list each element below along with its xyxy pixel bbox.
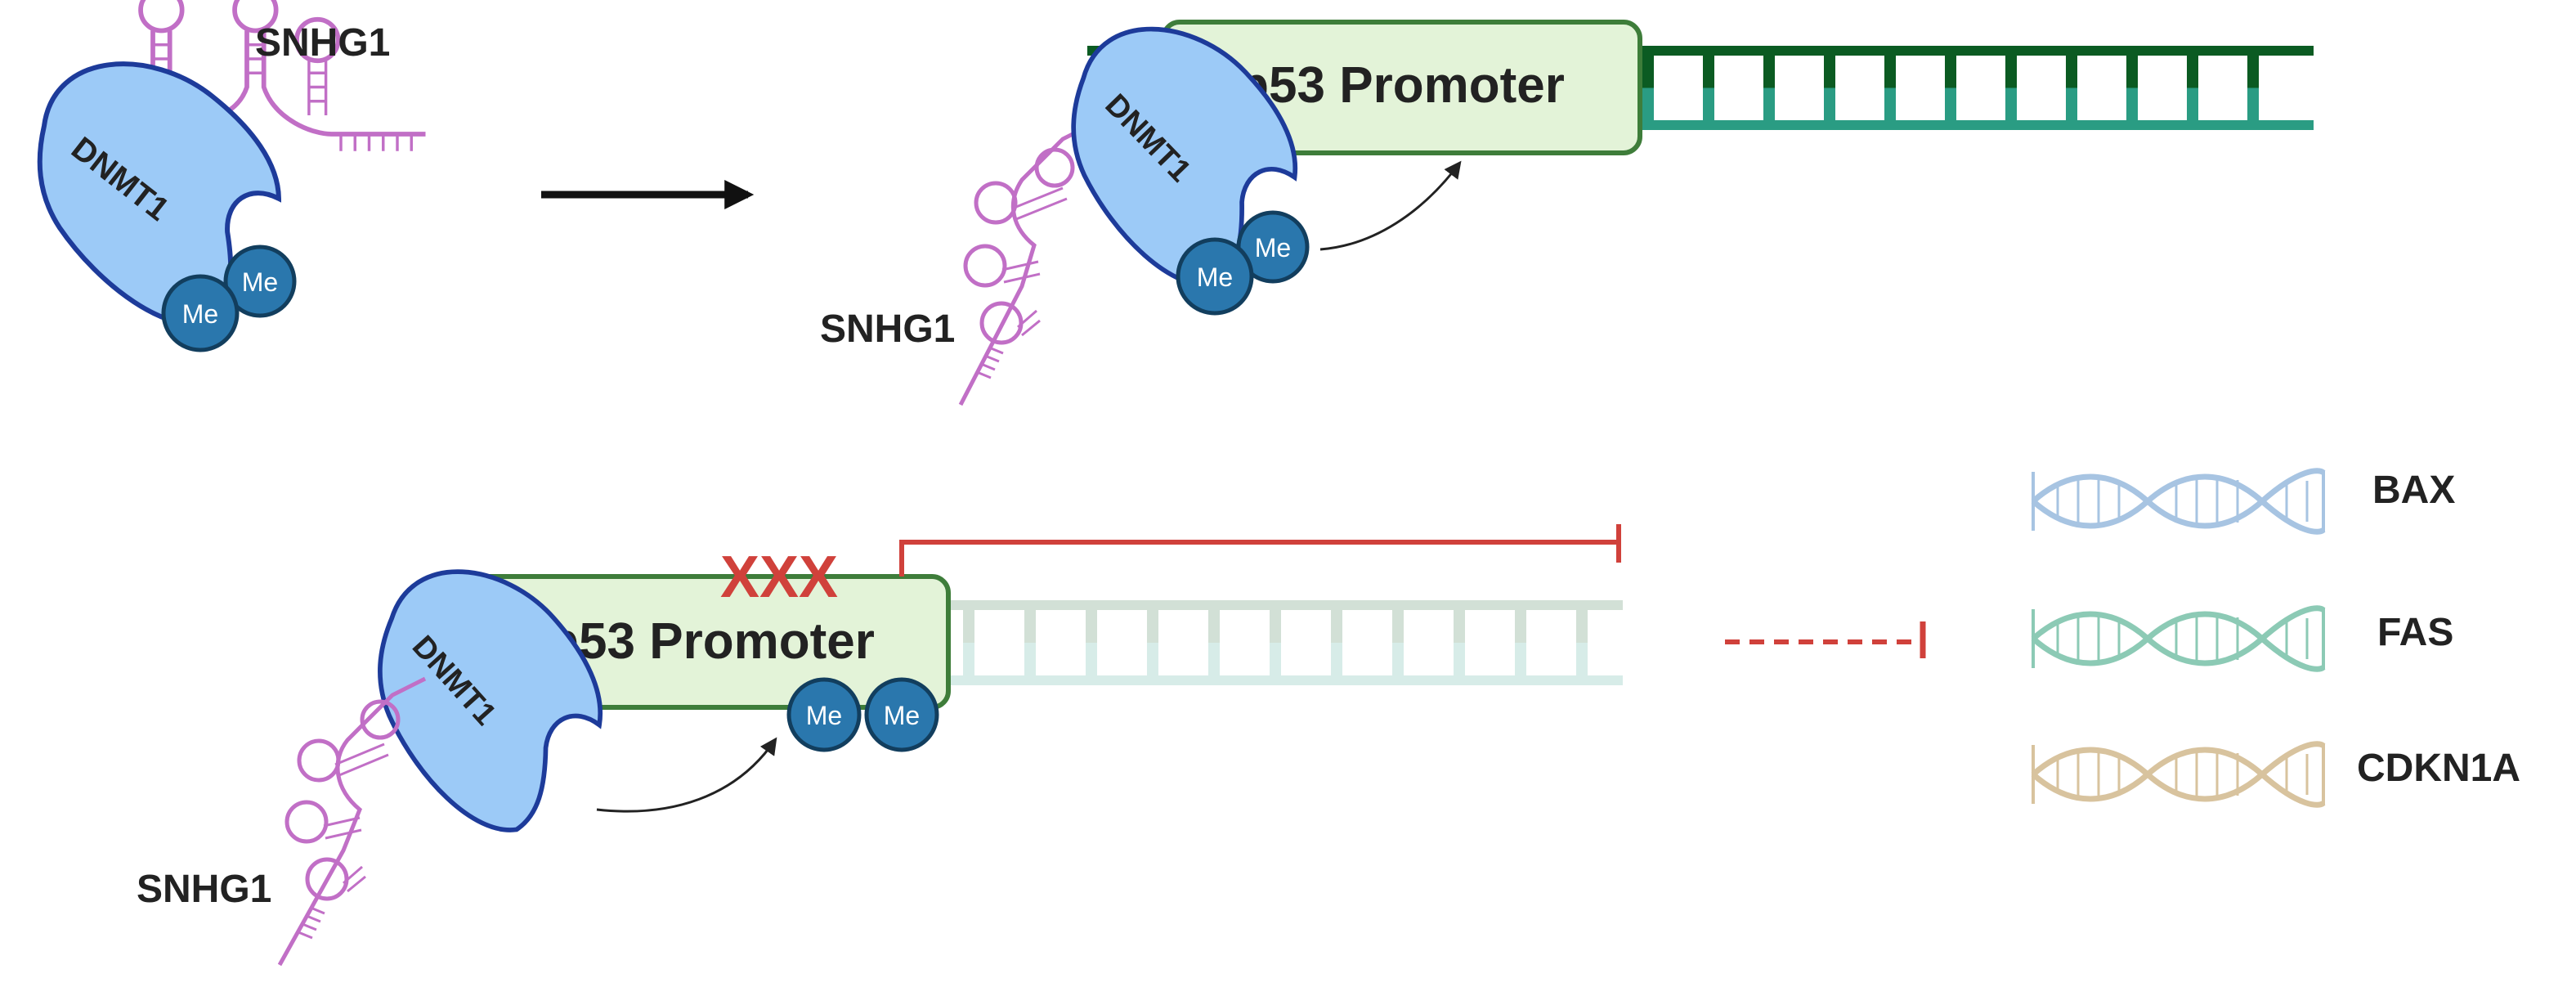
dna-double-helix-icon xyxy=(2033,743,2323,805)
rna-stem-loop-icon xyxy=(141,0,425,172)
methylation-arrow-top xyxy=(1319,160,1462,251)
methylation-arrow-bottom xyxy=(596,737,777,813)
svg-text:Me: Me xyxy=(884,701,920,730)
inhibition-arrow-icon xyxy=(899,524,1621,577)
svg-text:Me: Me xyxy=(1255,233,1291,262)
svg-text:Me: Me xyxy=(182,299,218,329)
panel-2-binding: p53 Promoter DNMT1 Me Me SNHG1 xyxy=(820,0,2314,406)
panel-1-complex: SNHG1 DNMT1 Me Me xyxy=(0,0,426,352)
methyl-group-icon: Me Me xyxy=(161,245,297,352)
dnmt1-enzyme-icon: DNMT1 xyxy=(1019,0,1330,304)
p53-promoter-label-top: p53 Promoter xyxy=(1238,57,1565,114)
dnmt1-enzyme-icon: DNMT1 xyxy=(0,38,307,341)
methyl-group-icon: Me Me xyxy=(786,677,939,752)
p53-promoter-label-bottom: p53 Promoter xyxy=(548,613,875,670)
snhg1-label-top-right: SNHG1 xyxy=(820,307,955,351)
dna-double-helix-icon xyxy=(2033,608,2323,670)
snhg1-label-top-left: SNHG1 xyxy=(255,21,390,65)
target-genes: BAX FAS CDKN1A xyxy=(2033,469,2520,805)
rna-stem-loop-icon xyxy=(277,676,427,967)
svg-text:Me: Me xyxy=(806,701,842,730)
methyl-group-icon: Me Me xyxy=(1176,210,1310,316)
gene-label-cdkn1a: CDKN1A xyxy=(2357,747,2520,790)
svg-text:Me: Me xyxy=(1197,262,1233,292)
dna-double-helix-icon xyxy=(2033,470,2323,532)
snhg1-label-bottom: SNHG1 xyxy=(137,868,271,911)
gene-label-bax: BAX xyxy=(2372,469,2455,512)
svg-text:Me: Me xyxy=(242,267,278,297)
rna-stem-loop-icon xyxy=(958,120,1097,406)
panel-3-silencing: p53 Promoter XXX Me Me DNMT1 SNHG1 xyxy=(137,524,1926,967)
gene-label-fas: FAS xyxy=(2377,611,2453,654)
transcription-block-mark: XXX xyxy=(720,545,838,610)
